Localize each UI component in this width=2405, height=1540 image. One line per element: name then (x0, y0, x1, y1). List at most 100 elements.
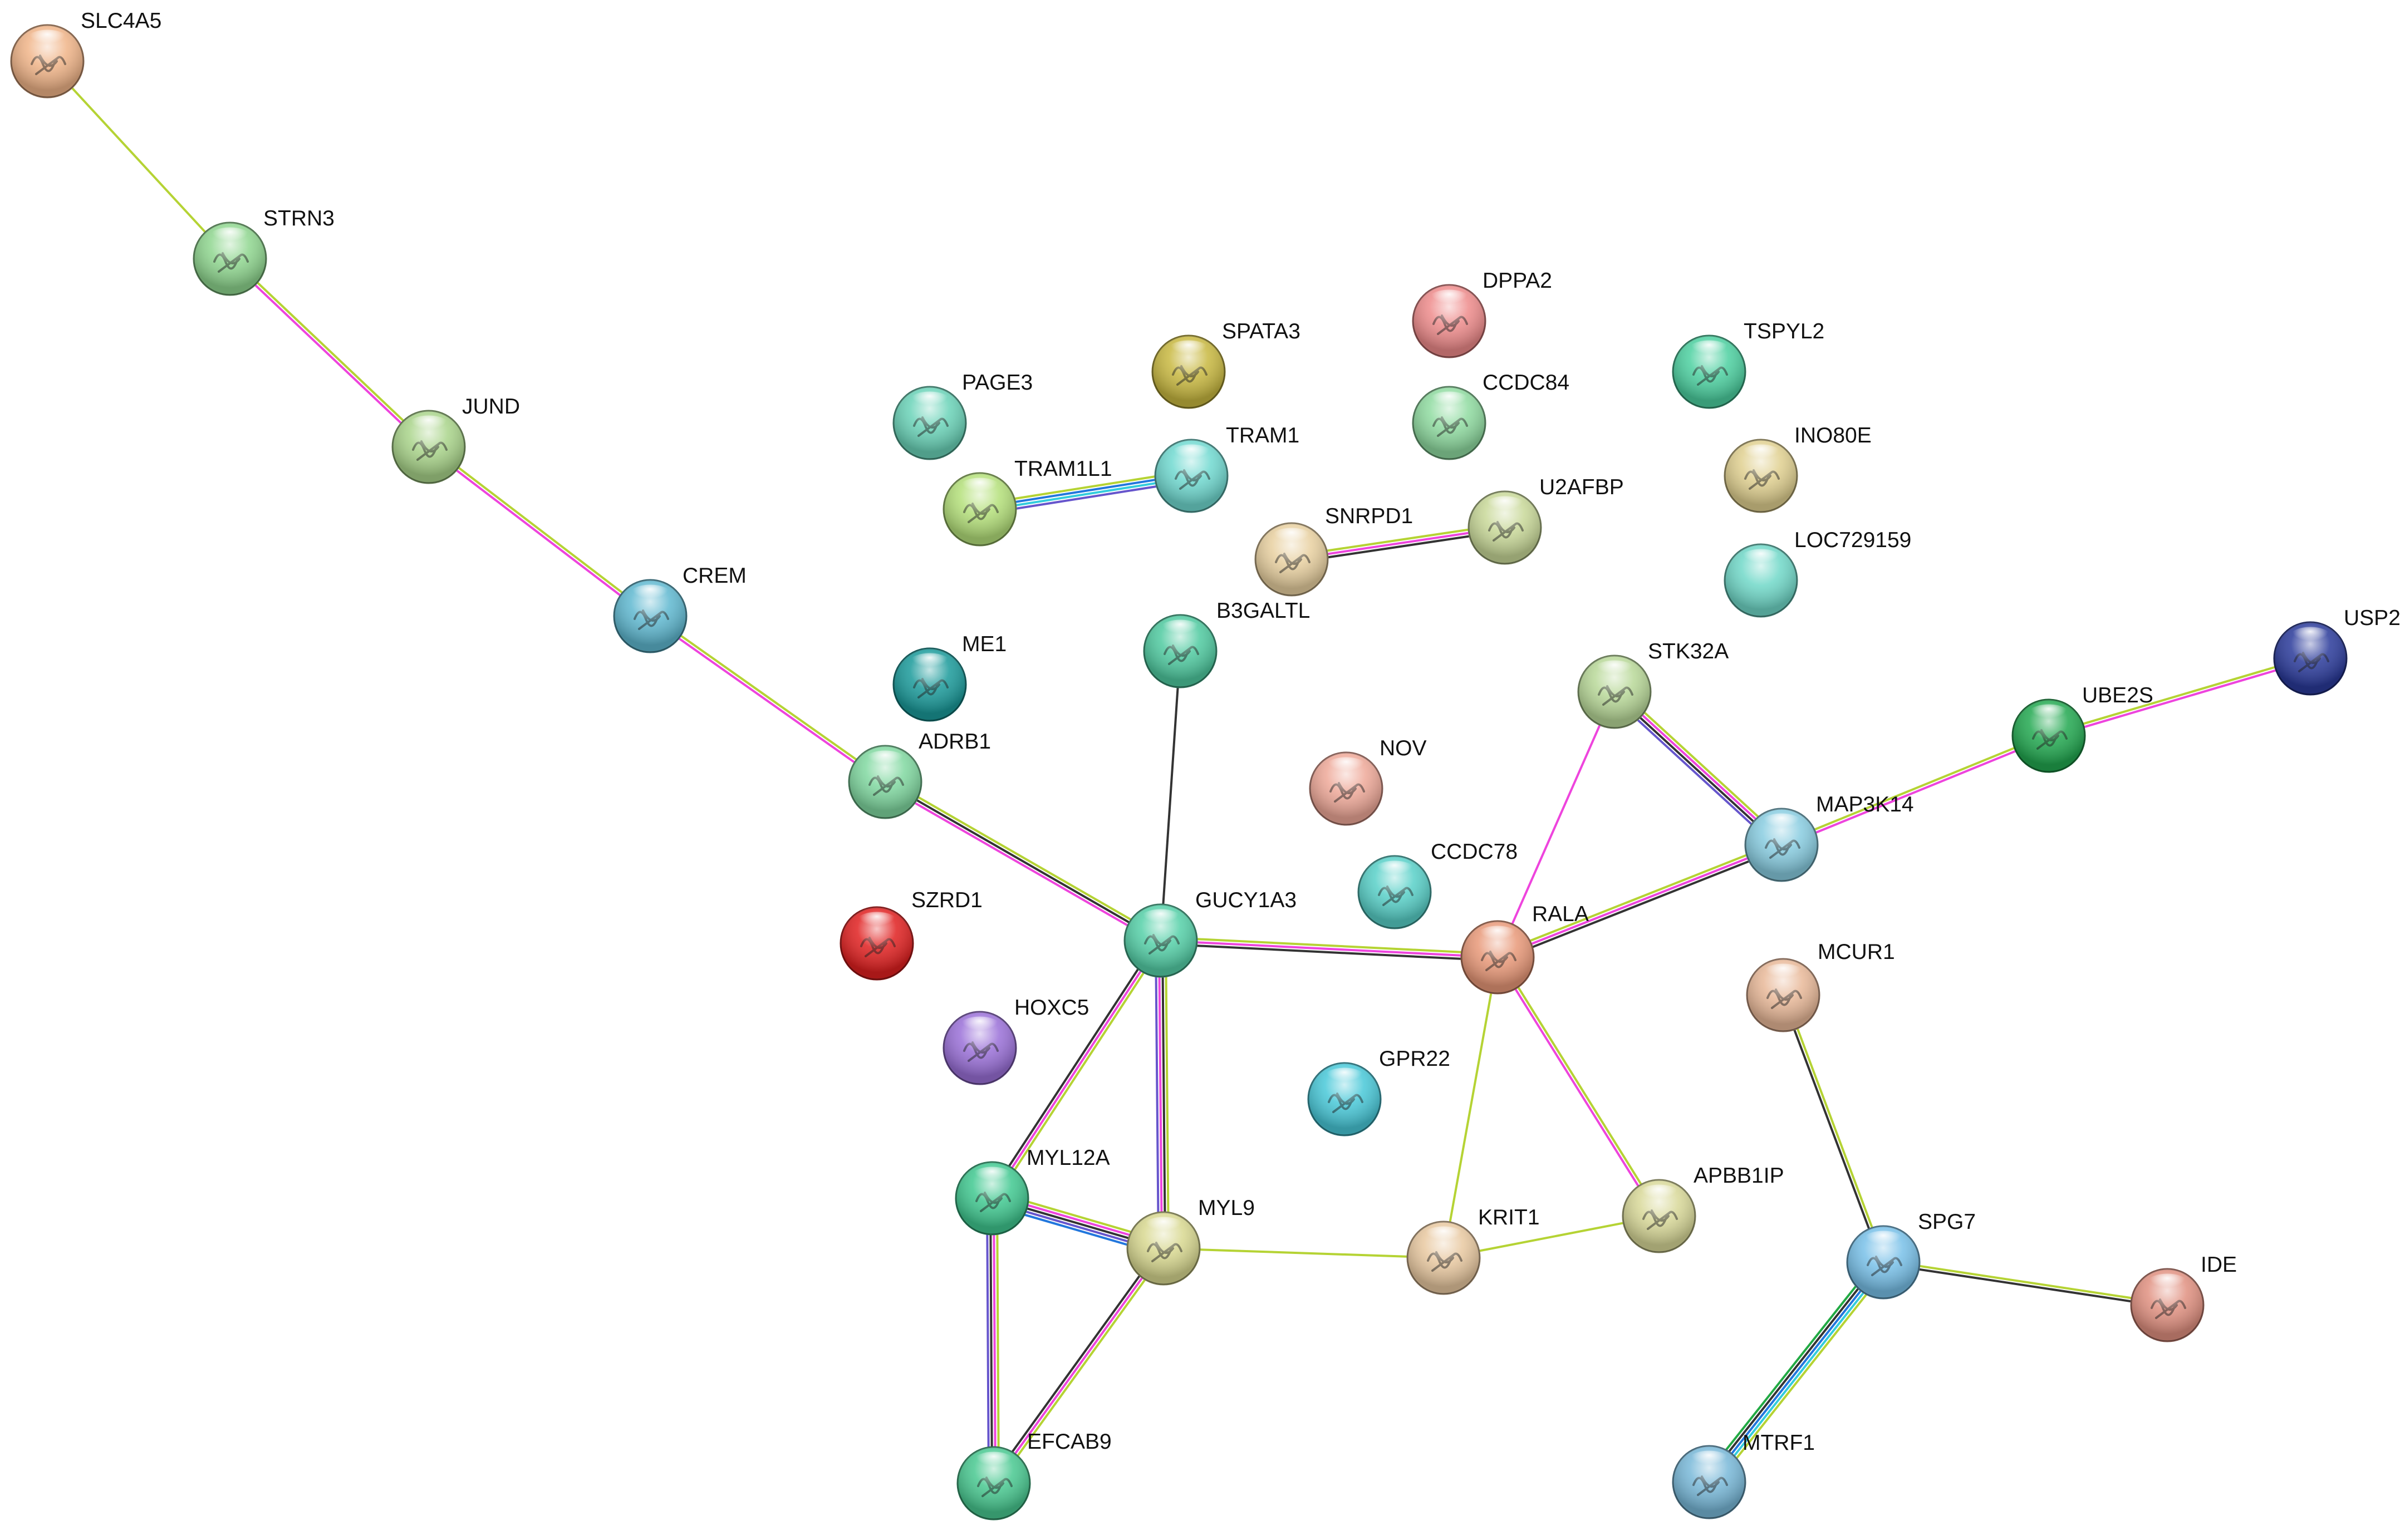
node-label: MTRF1 (1743, 1431, 1815, 1455)
node-highlight (627, 584, 673, 608)
node-dppa2[interactable]: DPPA2 (1412, 269, 1552, 358)
node-highlight (1482, 496, 1528, 520)
node-apbb1ip[interactable]: APBB1IP (1622, 1164, 1784, 1253)
node-label: EFCAB9 (1027, 1430, 1112, 1454)
edge-stripe-green (1703, 1257, 1879, 1479)
node-ccdc78[interactable]: CCDC78 (1357, 840, 1518, 929)
node-spata3[interactable]: SPATA3 (1151, 319, 1300, 409)
edge-stripe-magenta (883, 784, 1160, 944)
node-ube2s[interactable]: UBE2S (2011, 683, 2153, 773)
node-crem[interactable]: CREM (613, 564, 747, 653)
node-myl9[interactable]: MYL9 (1126, 1196, 1255, 1286)
node-hoxc5[interactable]: HOXC5 (943, 996, 1089, 1085)
edge-stripe-magenta (426, 447, 650, 618)
edge-stripe-yellow-green (429, 445, 652, 616)
node-label: B3GALTL (1216, 599, 1310, 623)
node-map3k14[interactable]: MAP3K14 (1744, 793, 1914, 882)
edge-map3k14-ube2s (1780, 733, 2050, 848)
node-label: GPR22 (1379, 1047, 1450, 1071)
node-ino80e[interactable]: INO80E (1724, 424, 1872, 513)
node-highlight (907, 653, 953, 677)
node-label: APBB1IP (1694, 1164, 1784, 1188)
edge-stripe-magenta (1495, 957, 1659, 1218)
node-label: STK32A (1648, 639, 1729, 663)
node-stk32a[interactable]: STK32A (1577, 639, 1729, 729)
node-tram1l1[interactable]: TRAM1L1 (943, 457, 1112, 547)
node-slc4a5[interactable]: SLC4A5 (10, 9, 161, 99)
node-highlight (1269, 528, 1314, 552)
node-u2afbp[interactable]: U2AFBP (1467, 475, 1624, 565)
edge-stripe-yellow-green (1164, 940, 1170, 1248)
node-gpr22[interactable]: GPR22 (1307, 1047, 1450, 1136)
edge-stk32a-map3k14 (1610, 687, 1786, 850)
edge-rala-krit1 (1442, 957, 1499, 1258)
node-highlight (2288, 627, 2333, 651)
node-myl12a[interactable]: MYL12A (955, 1146, 1110, 1236)
node-label: CCDC84 (1483, 371, 1569, 395)
edge-stripe-cyan (1711, 1263, 1887, 1485)
edge-stripe-magenta (1781, 736, 2050, 848)
node-spg7[interactable]: SPG7 (1846, 1210, 1976, 1300)
node-highlight (24, 29, 70, 53)
node-highlight (1475, 926, 1520, 949)
node-rala[interactable]: RALA (1460, 902, 1589, 995)
node-mtrf1[interactable]: MTRF1 (1672, 1431, 1815, 1519)
edge-ube2s-usp2 (2048, 656, 2311, 739)
edge-stripe-yellow-green (1780, 733, 2049, 845)
node-highlight (2026, 704, 2072, 728)
edge-stripe-black (1160, 942, 1498, 962)
node-label: MYL12A (1027, 1146, 1110, 1170)
node-krit1[interactable]: KRIT1 (1406, 1206, 1540, 1295)
edge-stripe-magenta (649, 616, 885, 785)
node-label: TRAM1L1 (1014, 457, 1112, 481)
node-highlight (1138, 909, 1184, 933)
node-usp2[interactable]: USP2 (2273, 606, 2401, 696)
edge-stripe-yellow-green (1163, 1247, 1444, 1259)
node-label: MAP3K14 (1816, 793, 1914, 816)
node-adrb1[interactable]: ADRB1 (848, 730, 991, 819)
node-ccdc84[interactable]: CCDC84 (1412, 371, 1569, 460)
node-highlight (971, 1452, 1017, 1475)
node-szrd1[interactable]: SZRD1 (840, 888, 983, 981)
edge-stripe-black (1160, 651, 1181, 941)
edge-stripe-black (1498, 847, 1783, 962)
node-label: SPATA3 (1222, 319, 1300, 343)
edge-stripe-yellow-green (994, 942, 1165, 1201)
edge-stripe-yellow-green (650, 613, 887, 782)
edge-adrb1-gucy1a3 (883, 778, 1163, 944)
node-highlight (1426, 391, 1472, 415)
edge-stripe-yellow-green (1713, 1266, 1889, 1487)
node-label: PAGE3 (962, 371, 1033, 395)
node-highlight (1861, 1231, 1906, 1254)
edge-stripe-blue (1708, 1261, 1884, 1483)
edge-gucy1a3-rala (1160, 936, 1498, 962)
node-gucy1a3[interactable]: GUCY1A3 (1123, 888, 1297, 978)
node-tram1[interactable]: TRAM1 (1154, 424, 1299, 513)
node-b3galtl[interactable]: B3GALTL (1143, 599, 1310, 688)
node-label: RALA (1532, 902, 1589, 926)
node-tspyl2[interactable]: TSPYL2 (1672, 319, 1824, 409)
edge-myl12a-efcab9 (986, 1198, 1000, 1484)
edge-stripe-yellow-green (1783, 994, 1886, 1262)
node-loc729159[interactable]: LOC729159 (1724, 528, 1911, 618)
edge-b3galtl-gucy1a3 (1160, 651, 1181, 941)
node-highlight (1426, 289, 1472, 313)
node-snrpd1[interactable]: SNRPD1 (1254, 504, 1413, 597)
node-mcur1[interactable]: MCUR1 (1746, 940, 1895, 1032)
edge-rala-map3k14 (1496, 840, 1783, 962)
node-jund[interactable]: JUND (391, 395, 520, 484)
edge-gucy1a3-myl12a (988, 938, 1165, 1201)
node-ide[interactable]: IDE (2130, 1253, 2237, 1342)
node-label: KRIT1 (1478, 1206, 1540, 1229)
node-me1[interactable]: ME1 (892, 632, 1007, 722)
node-page3[interactable]: PAGE3 (892, 371, 1033, 460)
node-label: INO80E (1794, 424, 1872, 447)
node-highlight (1592, 660, 1637, 684)
node-highlight (1686, 1450, 1732, 1474)
node-strn3[interactable]: STRN3 (193, 206, 335, 296)
node-efcab9[interactable]: EFCAB9 (956, 1430, 1112, 1521)
node-label: NOV (1380, 736, 1427, 760)
edge-strn3-jund (228, 257, 431, 449)
node-nov[interactable]: NOV (1309, 736, 1427, 826)
